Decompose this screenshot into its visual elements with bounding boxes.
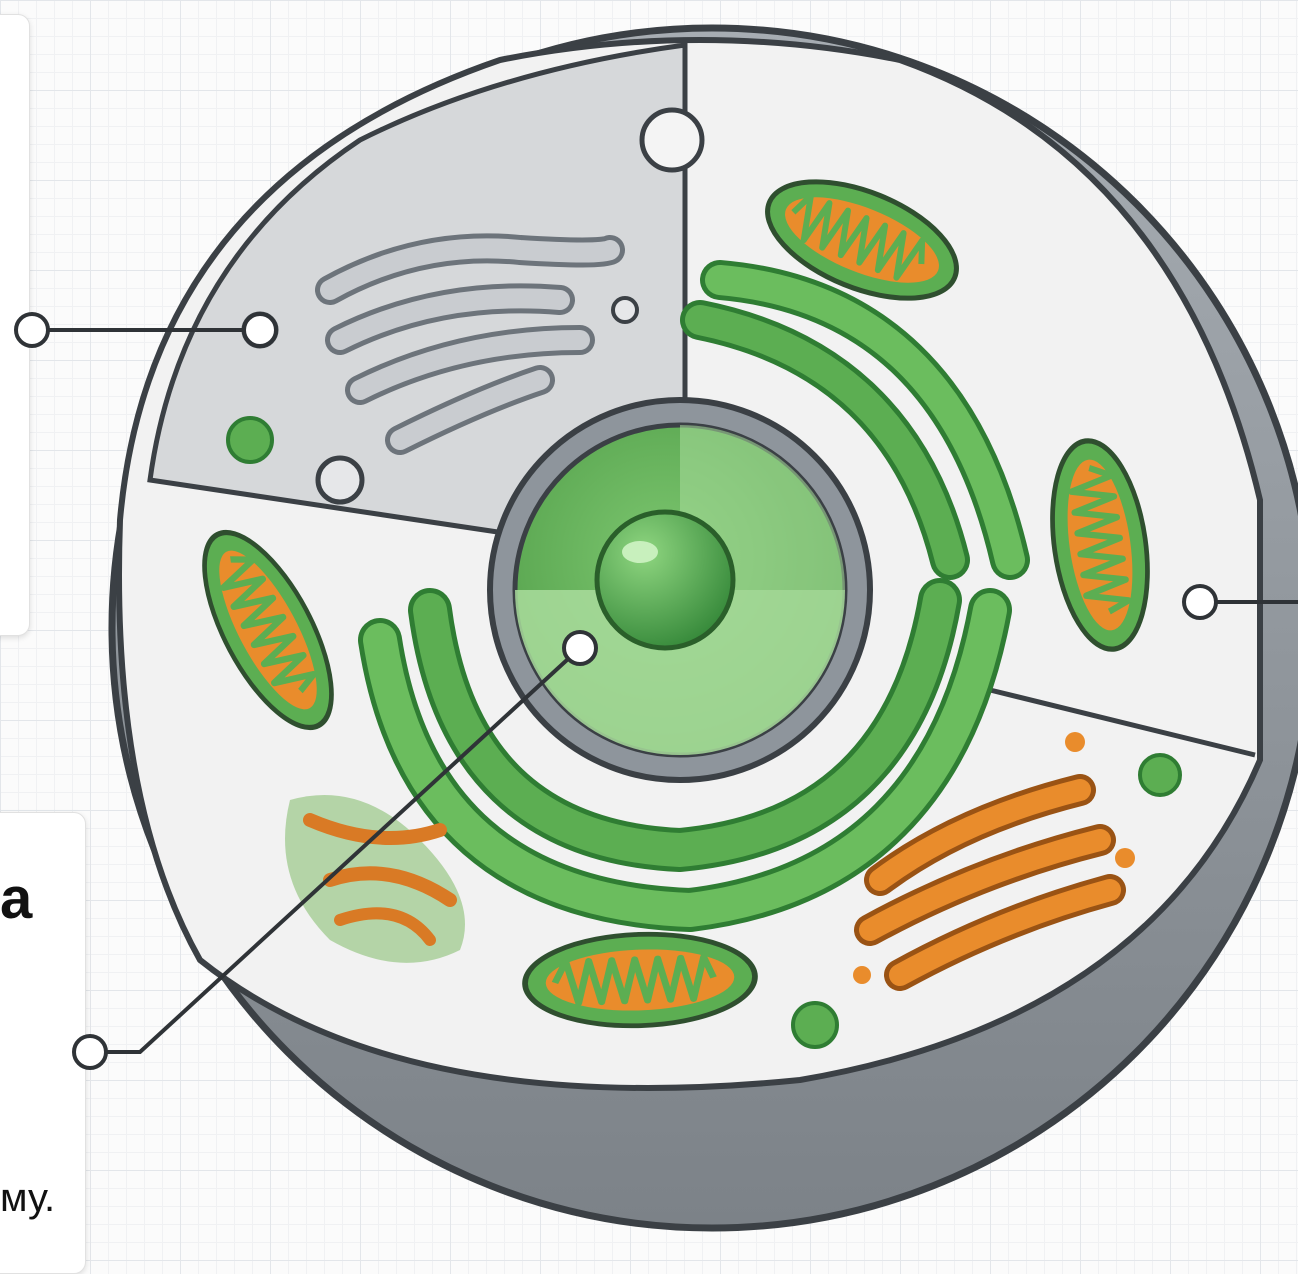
label-marker-dot [16,314,48,346]
nucleolus [597,512,733,648]
vesicle [613,298,637,322]
vesicle-orange [853,966,871,984]
label-marker-dot [564,632,596,664]
vesicle-orange [1115,848,1135,868]
vesicle-orange [1065,732,1085,752]
label-marker-dot [74,1036,106,1068]
ribosome-green [1140,755,1180,795]
vesicle [318,458,362,502]
label-marker-dot [244,314,276,346]
ribosome-green [793,1003,837,1047]
vesicle [642,110,702,170]
nucleolus-highlight [622,541,658,563]
ribosome-green [228,418,272,462]
label-marker-dot [1184,586,1216,618]
